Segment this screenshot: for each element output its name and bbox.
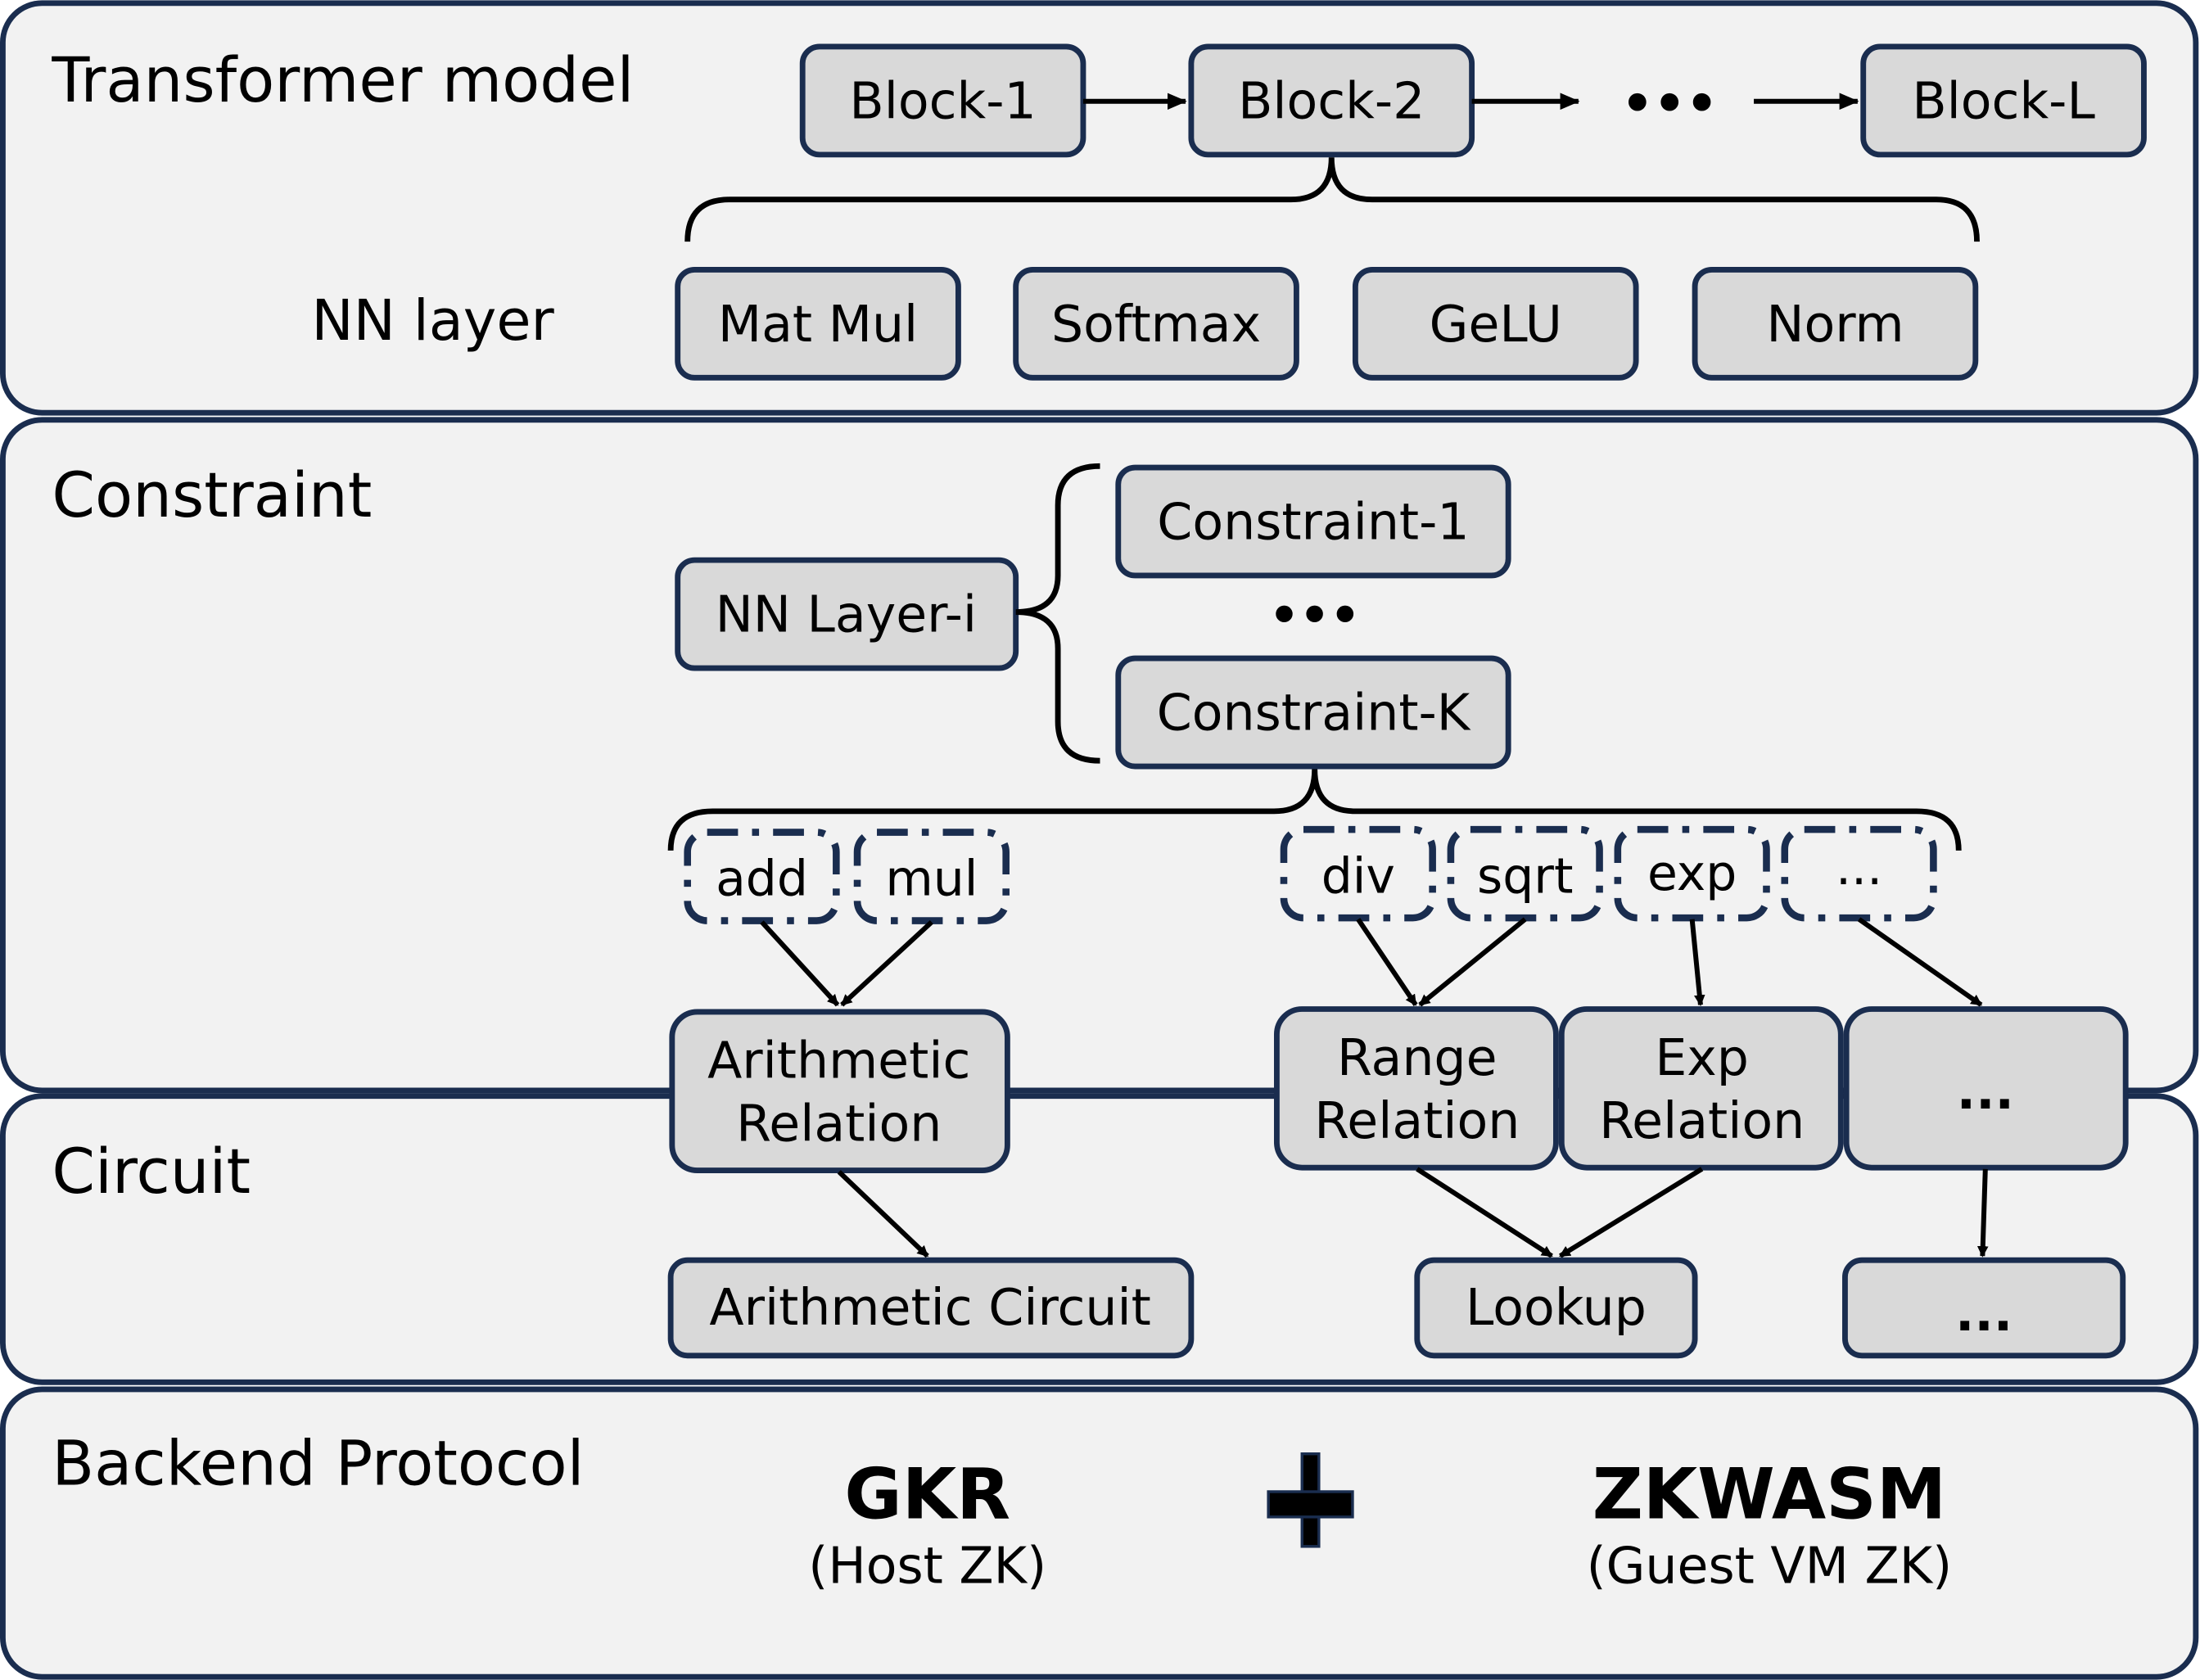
nn-layer-i: NN Layer-i xyxy=(675,557,1019,671)
zkwasm-desc: (Guest VM ZK) xyxy=(1587,1536,1953,1595)
op-exp: exp xyxy=(1614,825,1770,922)
svg-text:div: div xyxy=(1321,847,1395,905)
svg-text:Mat Mul: Mat Mul xyxy=(718,295,918,354)
more-circuit: ... xyxy=(1842,1257,2126,1359)
svg-text:sqrt: sqrt xyxy=(1477,847,1573,905)
op-mul: mul xyxy=(853,829,1010,924)
svg-text:Relation: Relation xyxy=(1314,1091,1520,1150)
svg-text:Block-L: Block-L xyxy=(1912,71,2095,130)
svg-text:Constraint-K: Constraint-K xyxy=(1157,683,1471,742)
backend-title: Backend Protocol xyxy=(52,1427,584,1499)
block-l: Block-L xyxy=(1860,43,2147,158)
svg-text:Exp: Exp xyxy=(1655,1028,1749,1087)
op-add: add xyxy=(684,829,840,924)
svg-text:NN Layer-i: NN Layer-i xyxy=(716,585,977,644)
layer-matmul: Mat Mul xyxy=(675,266,961,381)
layer-norm: Norm xyxy=(1692,266,1979,381)
svg-text:Norm: Norm xyxy=(1766,295,1904,354)
svg-text:Constraint-1: Constraint-1 xyxy=(1157,492,1469,551)
op-sqrt: sqrt xyxy=(1447,825,1603,922)
svg-text:Range: Range xyxy=(1337,1028,1498,1087)
svg-text:Arithmetic: Arithmetic xyxy=(707,1031,970,1090)
svg-text:Relation: Relation xyxy=(736,1095,942,1154)
svg-text:...: ... xyxy=(1836,839,1882,896)
more-relation: ... xyxy=(1843,1006,2129,1171)
plus-icon xyxy=(1267,1452,1354,1548)
block-1: Block-1 xyxy=(799,43,1086,158)
svg-text:Block-2: Block-2 xyxy=(1238,71,1425,130)
circuit-title: Circuit xyxy=(52,1136,251,1208)
arrow-more-more-circuit xyxy=(1976,1168,1989,1258)
svg-text:...: ... xyxy=(1957,1062,2014,1121)
svg-text:Block-1: Block-1 xyxy=(849,71,1036,130)
transformer-title: Transformer model xyxy=(51,44,634,116)
arrow-arith-circuit xyxy=(837,1170,929,1258)
svg-text:Softmax: Softmax xyxy=(1051,295,1261,354)
layer-brace xyxy=(684,157,1980,242)
arrow-mul-arith xyxy=(840,920,933,1007)
constraint-brace xyxy=(1015,463,1100,764)
ops-brace xyxy=(667,769,1962,851)
svg-text:Arithmetic Circuit: Arithmetic Circuit xyxy=(709,1278,1150,1337)
svg-text:GeLU: GeLU xyxy=(1430,295,1562,354)
constraint-panel xyxy=(0,417,2199,1094)
range-relation: Range Relation xyxy=(1273,1006,1559,1171)
arrow-more-more xyxy=(1857,917,1983,1007)
layer-gelu: GeLU xyxy=(1352,266,1639,381)
arrow-exp-exprel xyxy=(1689,919,1705,1007)
constraint-1: Constraint-1 xyxy=(1115,464,1511,579)
zkwasm-label: ZKWASM xyxy=(1592,1454,1946,1536)
svg-text:...: ... xyxy=(1955,1284,2013,1343)
exp-relation: Exp Relation xyxy=(1558,1006,1844,1171)
svg-text:add: add xyxy=(716,851,808,908)
constraint-k: Constraint-K xyxy=(1115,655,1511,770)
op-more: ... xyxy=(1781,825,1937,922)
gkr-desc: (Host ZK) xyxy=(808,1536,1046,1595)
arrow-add-arith xyxy=(760,920,840,1007)
svg-text:exp: exp xyxy=(1647,845,1737,902)
svg-text:mul: mul xyxy=(885,851,978,908)
gkr-label: GKR xyxy=(844,1454,1010,1536)
constraint-ellipsis: ••• xyxy=(1269,588,1361,644)
constraint-title: Constraint xyxy=(52,459,372,531)
arrow-range-lookup xyxy=(1416,1167,1553,1258)
blocks-ellipsis: ••• xyxy=(1621,75,1718,133)
backend-panel xyxy=(0,1386,2199,1680)
svg-text:Relation: Relation xyxy=(1599,1091,1805,1150)
layer-softmax: Softmax xyxy=(1013,266,1299,381)
transformer-panel xyxy=(0,0,2199,416)
arrow-exp-lookup xyxy=(1559,1167,1704,1258)
arrow-div-range xyxy=(1356,918,1418,1007)
lookup-circuit: Lookup xyxy=(1414,1257,1698,1359)
arrow-sqrt-range xyxy=(1418,917,1527,1007)
svg-text:Lookup: Lookup xyxy=(1466,1278,1647,1337)
op-div: div xyxy=(1280,825,1436,922)
arithmetic-relation: Arithmetic Relation xyxy=(669,1009,1010,1173)
nn-layer-label: NN layer xyxy=(311,288,554,354)
arithmetic-circuit: Arithmetic Circuit xyxy=(667,1257,1195,1359)
block-2: Block-2 xyxy=(1188,43,1475,158)
